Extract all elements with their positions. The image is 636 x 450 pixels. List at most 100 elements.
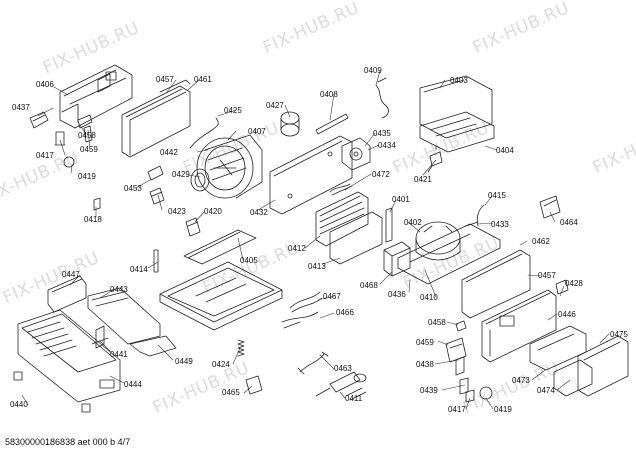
part-label[interactable]: 0436 [388,290,406,299]
part-label[interactable]: 0406 [36,80,54,89]
panel-0403 [419,75,493,139]
bar-0443 [87,287,161,345]
part-label[interactable]: 0408 [320,90,338,99]
part-label[interactable]: 0419 [494,405,512,414]
part-label[interactable]: 0444 [124,380,142,389]
part-label[interactable]: 0402 [404,218,422,227]
part-label[interactable]: 0467 [323,292,341,301]
box-0468 [383,241,411,277]
panel-0446 [481,289,557,363]
part-label[interactable]: 0401 [392,195,410,204]
part-label[interactable]: 0414 [130,265,148,274]
bracket-0464 [539,195,561,219]
part-0458 [77,114,93,129]
part-label[interactable]: 0441 [110,350,128,359]
label-0440-b [81,403,91,413]
wire-0472 [329,183,353,196]
part-label[interactable]: 0432 [250,208,268,217]
part-label[interactable]: 0415 [488,191,506,200]
rod-0408 [315,113,349,135]
frame-0406 [59,64,133,129]
part-label[interactable]: 0410 [420,293,438,302]
part-label[interactable]: 0447 [62,270,80,279]
part-label[interactable]: 0449 [175,357,193,366]
cover-0462 [461,249,531,319]
part-label[interactable]: 0473 [512,376,530,385]
part-label[interactable]: 0425 [224,106,242,115]
part-label[interactable]: 0458 [78,131,96,140]
tube-0415 [476,204,485,227]
part-label[interactable]: 0438 [416,360,434,369]
ring-0429 [190,168,210,192]
part-label[interactable]: 0468 [360,281,378,290]
part-0428 [555,279,569,295]
part-label[interactable]: 0405 [240,256,258,265]
part-label[interactable]: 0434 [378,141,396,150]
panel-0404 [419,111,495,153]
part-label[interactable]: 0404 [496,146,514,155]
part-label[interactable]: 0453 [124,184,142,193]
part-label[interactable]: 0475 [610,330,628,339]
part-label[interactable]: 0427 [266,101,284,110]
part-label[interactable]: 0466 [336,308,354,317]
part-label[interactable]: 0417 [36,151,54,160]
part-label[interactable]: 0417 [448,405,466,414]
part-label[interactable]: 0458 [428,318,446,327]
part-label[interactable]: 0437 [12,103,30,112]
part-label[interactable]: 0446 [558,310,576,319]
part-label[interactable]: 0464 [560,218,578,227]
part-label[interactable]: 0412 [288,244,306,253]
wire-0463 [297,351,329,375]
part-label[interactable]: 0439 [420,386,438,395]
part-label[interactable]: 0428 [565,279,583,288]
part-0459 [83,125,93,143]
fan-0435 [341,137,371,171]
part-label[interactable]: 0461 [194,75,212,84]
part-label[interactable]: 0472 [372,170,390,179]
part-label[interactable]: 0413 [308,262,326,271]
part-label[interactable]: 0474 [537,386,555,395]
part-label[interactable]: 0409 [364,66,382,75]
part-label[interactable]: 0418 [84,215,102,224]
bracket-0447 [47,275,87,313]
part-label[interactable]: 0457 [538,271,556,280]
label-0440-a [13,371,23,381]
base-0410 [397,223,501,285]
part-0414 [153,249,159,273]
part-0459-b [445,337,467,363]
spring-0424 [237,339,245,357]
valve-0421 [427,145,443,173]
fan-housing-0407 [196,134,263,199]
part-0438 [455,356,465,376]
evaporator-0413 [329,211,383,265]
part-label[interactable]: 0442 [160,148,178,157]
part-label[interactable]: 0423 [168,207,186,216]
cylinder-0427 [280,111,300,137]
part-label[interactable]: 0459 [416,338,434,347]
part-label[interactable]: 0424 [212,360,230,369]
part-0439 [459,377,469,395]
part-label[interactable]: 0411 [345,394,363,403]
compressor-0402 [415,221,461,261]
part-label[interactable]: 0419 [78,172,96,181]
part-label[interactable]: 0465 [222,388,240,397]
part-label[interactable]: 0457 [156,75,174,84]
part-label[interactable]: 0443 [110,285,128,294]
part-label[interactable]: 0463 [334,364,352,373]
part-0417-b [465,389,475,403]
cover-0457 [121,79,191,158]
clip-0437 [29,111,49,129]
part-label[interactable]: 0407 [248,127,266,136]
part-label[interactable]: 0462 [532,237,550,246]
part-label[interactable]: 0420 [204,207,222,216]
part-label[interactable]: 0421 [414,175,432,184]
part-label[interactable]: 0435 [373,129,391,138]
part-0458-b [455,320,467,332]
part-label[interactable]: 0429 [172,170,190,179]
part-label[interactable]: 0459 [80,145,98,154]
part-label[interactable]: 0433 [491,220,509,229]
part-label[interactable]: 0403 [450,76,468,85]
cylinder-0411 [315,371,367,401]
part-label[interactable]: 0440 [10,400,28,409]
